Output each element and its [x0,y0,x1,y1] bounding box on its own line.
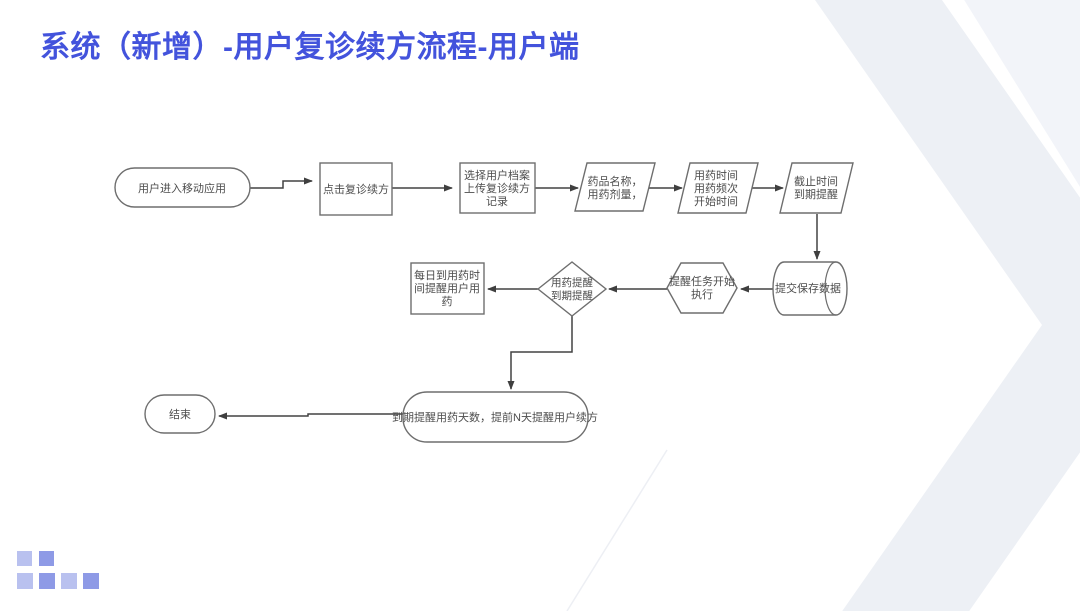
node-med-schedule-line2: 用药频次 [694,181,738,195]
logo-square [61,573,77,589]
page-title: 系统（新增）-用户复诊续方流程-用户端 [40,31,580,64]
hexagon-shape [666,262,738,314]
node-expiry-reminder-label: 到期提醒用药天数，提前N天提醒用户续方 [392,410,598,424]
logo-squares [17,551,99,589]
node-drug-info: 药品名称， 用药剂量， [574,162,656,212]
node-select-profile-line1: 选择用户档案 [464,168,530,182]
process-shape [410,262,485,315]
node-select-profile-line2: 上传复诊续方 [464,181,530,195]
connector-start-to-click [250,177,313,189]
node-end: 结束 [144,394,216,434]
logo-square [39,573,55,589]
process-shape [459,162,536,214]
node-save-data: 提交保存数据 [772,261,848,316]
node-click-renew: 点击复诊续方 [319,162,393,216]
rounded-process-shape [402,391,589,443]
node-reminder-decision-line1: 用药提醒 [551,277,593,289]
chevron-band-faint-top [964,0,1080,187]
node-select-profile: 选择用户档案 上传复诊续方 记录 [459,162,536,214]
node-daily-reminder-line2: 间提醒用户用 [414,281,480,295]
terminator-shape [144,394,216,434]
node-daily-reminder-line3: 药 [442,295,453,308]
node-deadline: 截止时间 到期提醒 [779,162,854,214]
decision-diamond-shape [536,261,608,317]
node-select-profile-line3: 记录 [486,195,508,208]
node-click-renew-label: 点击复诊续方 [323,182,389,196]
node-med-schedule-line1: 用药时间 [694,169,738,182]
node-reminder-decision: 用药提醒 到期提醒 [536,261,608,317]
connector-decision-to-expiry [507,316,573,390]
data-parallelogram-shape [677,162,759,214]
process-shape [319,162,393,216]
node-deadline-line2: 到期提醒 [794,188,838,201]
node-drug-info-line2: 用药剂量， [588,187,643,201]
chevron-hairline [566,449,668,611]
chevron-band-main [814,0,1080,611]
logo-square [17,551,32,566]
node-drug-info-line1: 药品名称， [588,174,643,188]
node-end-label: 结束 [169,408,191,421]
node-save-data-label: 提交保存数据 [775,281,841,295]
logo-square [39,551,54,566]
data-parallelogram-shape [779,162,854,214]
node-reminder-task-line1: 提醒任务开始 [669,274,735,288]
connector-expiry-to-end [218,412,403,420]
node-med-schedule: 用药时间 用药频次 开始时间 [677,162,759,214]
logo-square [17,573,33,589]
connectors [218,177,821,420]
node-start: 用户进入移动应用 [114,167,251,208]
terminator-shape [114,167,251,208]
database-cylinder-inner-arc [824,261,837,316]
node-reminder-task: 提醒任务开始 执行 [666,262,738,314]
node-reminder-decision-line2: 到期提醒 [551,290,593,302]
node-start-label: 用户进入移动应用 [138,181,226,195]
node-daily-reminder: 每日到用药时 间提醒用户用 药 [410,262,485,315]
node-daily-reminder-line1: 每日到用药时 [414,268,480,282]
node-med-schedule-line3: 开始时间 [694,194,738,208]
node-expiry-reminder: 到期提醒用药天数，提前N天提醒用户续方 [392,391,598,443]
node-reminder-task-line2: 执行 [691,287,713,301]
node-deadline-line1: 截止时间 [794,174,838,188]
data-parallelogram-shape [574,162,656,212]
logo-square [83,573,99,589]
